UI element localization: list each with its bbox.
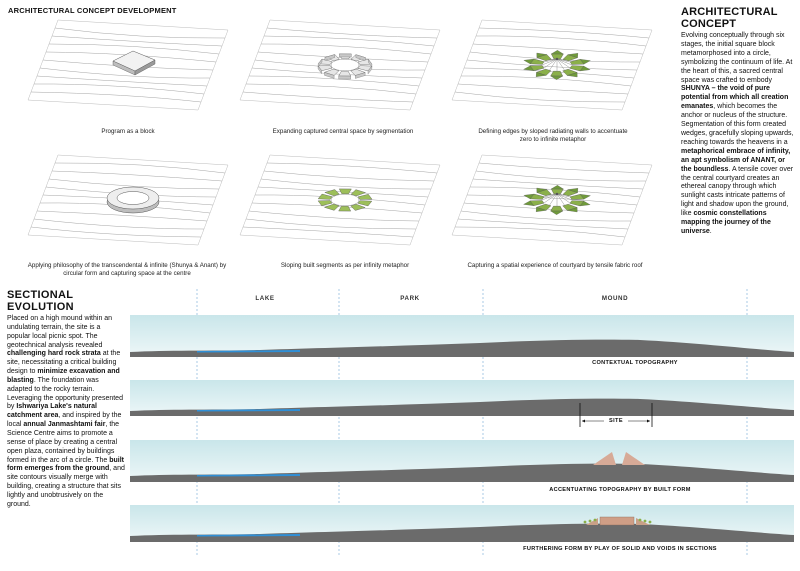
section-caption-4: FURTHERING FORM BY PLAY OF SOLID AND VOI… [523, 546, 717, 552]
section-caption-1: CONTEXTUAL TOPOGRAPHY [592, 360, 678, 366]
sectional-evolution-panel: SECTIONAL EVOLUTION Placed on a high mou… [7, 289, 125, 510]
zone-label-park: PARK [400, 295, 420, 302]
concept-bold-3: cosmic constellations mapping the journe… [681, 210, 771, 235]
concept-development-title: ARCHITECTURAL CONCEPT DEVELOPMENT [8, 6, 177, 15]
sectional-text-4: , and inspired by the local [7, 412, 122, 429]
strip-2-water [197, 409, 300, 412]
site-arrowhead-right [647, 419, 650, 423]
sectional-bold-3: Ishwariya Lake's natural catchment area [7, 403, 97, 420]
concept-diagrams-svg [27, 19, 653, 246]
built-wedge-left [593, 452, 616, 465]
sectional-bold-4: annual Janmashtami fair [23, 421, 106, 429]
sectional-text-5: , the Science Centre aims to promote a s… [7, 421, 120, 464]
sectional-text-3: . The foundation was adapted to the rock… [7, 376, 123, 411]
concept-bold-2: metaphorical embrace of infinity, an apt… [681, 147, 791, 173]
strip-3-ground [130, 463, 794, 482]
concept-diagram-4 [27, 154, 229, 246]
section-strip-4 [130, 505, 794, 542]
sectional-text-6: , and site contours visually merge with … [7, 465, 125, 508]
concept-diagram-3 [451, 19, 653, 111]
concept-title-line1: ARCHITECTURAL [681, 6, 778, 18]
sectional-text-2: at the site, necessitating a critical bu… [7, 350, 121, 376]
section-strip-3 [130, 440, 794, 482]
strip-1-water [197, 350, 300, 353]
sectional-bold-2: minimize excavation and blasting [7, 368, 120, 384]
concept-diagram-2 [239, 19, 441, 111]
concept-diagram-6 [451, 154, 653, 246]
concept-diagram-1 [27, 19, 229, 111]
stage-caption-3: Defining edges by sloped radiating walls… [478, 128, 628, 143]
concept-text-2: , which becomes the anchor or nucleus of… [681, 103, 794, 146]
strip-1-ground [130, 339, 794, 357]
zone-label-mound: MOUND [601, 295, 629, 302]
site-arrowhead-left [582, 419, 585, 423]
concept-title: ARCHITECTURAL CONCEPT [681, 6, 795, 30]
concept-body: Evolving conceptually through six stages… [681, 32, 795, 237]
section-strip-1 [130, 315, 794, 357]
sectional-body: Placed on a high mound within an undulat… [7, 315, 125, 510]
stage-caption-1: Program as a block [101, 128, 155, 135]
concept-bold-1: SHUNYA – the void of pure potential from… [681, 85, 789, 111]
stage-caption-6: Capturing a spatial experience of courty… [467, 262, 643, 269]
strip-3-water [197, 474, 300, 477]
sectional-title: SECTIONAL EVOLUTION [7, 289, 125, 313]
sectional-bold-1: challenging hard rock strata [7, 350, 101, 358]
sectional-title-line2: EVOLUTION [7, 301, 74, 313]
tree-markers [583, 518, 652, 524]
strip-4-water [197, 534, 300, 537]
architectural-concept-panel: ARCHITECTURAL CONCEPT Evolving conceptua… [681, 6, 795, 237]
stage-caption-5: Sloping built segments as per infinity m… [280, 262, 410, 269]
site-label: SITE [608, 418, 624, 424]
sectional-bold-5: built form emerges from the ground [7, 456, 124, 473]
stage-caption-2: Expanding captured central space by segm… [272, 128, 414, 135]
concept-text-1: Evolving conceptually through six stages… [681, 32, 793, 84]
sectional-text-1: Placed on a high mound within an undulat… [7, 315, 113, 349]
sectional-title-line1: SECTIONAL [7, 289, 74, 301]
concept-text-3: . A tensile cover over the central court… [681, 165, 794, 218]
section-caption-3: ACCENTUATING TOPOGRAPHY BY BUILT FORM [549, 487, 691, 493]
solid-void-section [599, 516, 635, 526]
strip-2-ground [130, 398, 794, 416]
built-wedge-right [622, 452, 645, 465]
concept-diagram-5 [239, 154, 441, 246]
concept-text-4: . [709, 227, 712, 235]
concept-title-line2: CONCEPT [681, 18, 737, 30]
section-strip-2 [130, 380, 794, 427]
zone-label-lake: LAKE [255, 295, 275, 302]
strip-4-ground [130, 523, 794, 542]
stage-caption-4: Applying philosophy of the transcendenta… [27, 262, 227, 277]
